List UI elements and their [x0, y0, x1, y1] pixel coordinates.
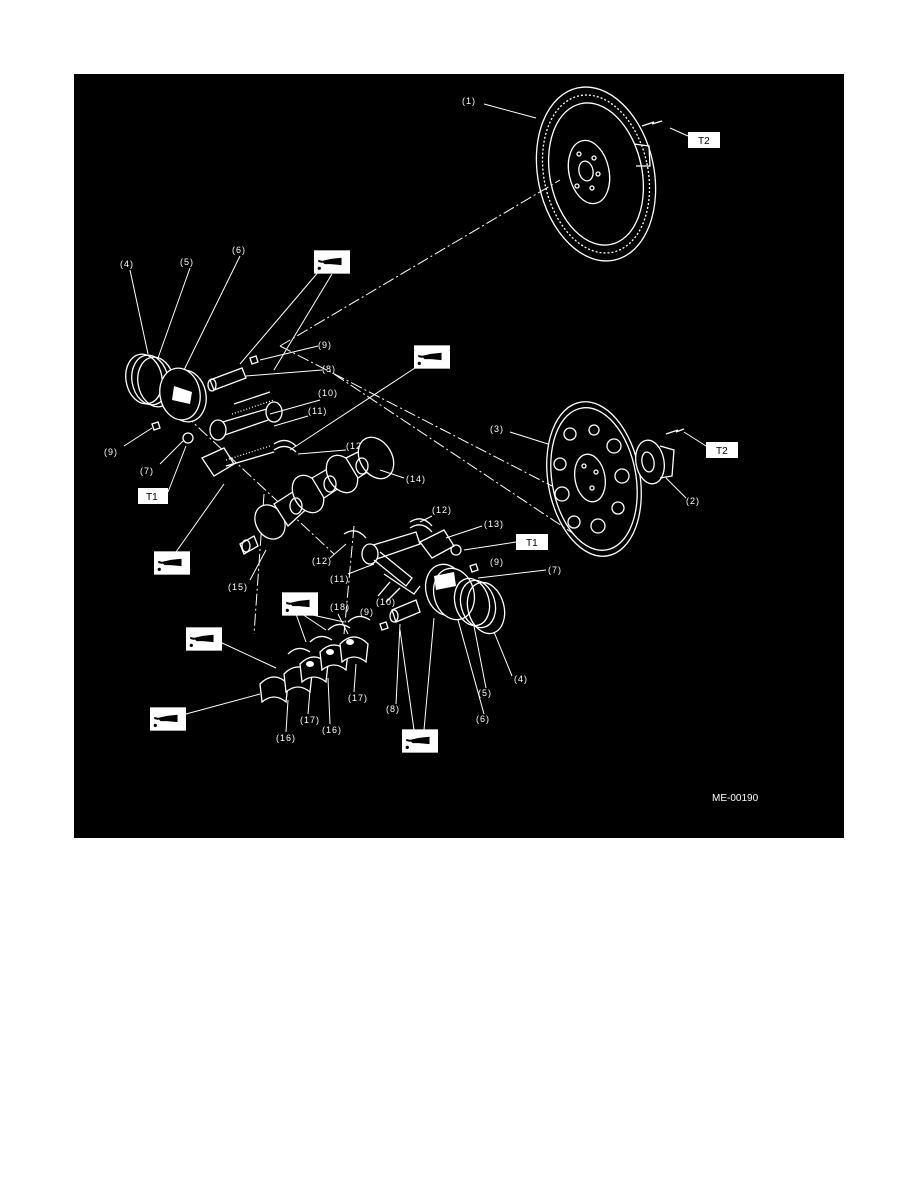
connecting-rod-cap-left [201, 445, 275, 477]
callout-7-right: (7) [548, 565, 562, 575]
callout-15: (15) [228, 582, 248, 592]
figure-code: ME-00190 [712, 793, 759, 804]
nut-left [182, 432, 194, 444]
callout-12-left: (12) [346, 441, 366, 451]
flywheel [535, 86, 663, 262]
callout-9-left: (9) [104, 447, 118, 457]
callout-5-left: (5) [180, 257, 194, 267]
drive-plate-adapter [635, 428, 685, 485]
callout-17-right: (17) [348, 693, 368, 703]
drive-plate [546, 401, 642, 557]
callout-11-left: (11) [308, 406, 327, 416]
oil-can-icon [314, 250, 350, 274]
callout-11-right: (11) [330, 574, 349, 584]
callout-2: (2) [686, 496, 700, 506]
torque-t1-right: T1 [526, 538, 538, 549]
callout-7-left: (7) [140, 466, 154, 476]
callout-5-right: (5) [478, 688, 492, 698]
callout-16-right: (16) [322, 725, 342, 735]
snap-ring-lower [379, 621, 389, 631]
callout-16-left: (16) [276, 733, 296, 743]
bearing-right-lower [343, 530, 367, 539]
nut-right [450, 544, 462, 556]
bolt-right [377, 581, 401, 603]
callout-4-left: (4) [120, 259, 134, 269]
callout-8-top: (8) [322, 364, 336, 374]
callout-3: (3) [490, 424, 504, 434]
connecting-rod-left [209, 391, 283, 441]
callout-9-right: (9) [490, 557, 504, 567]
callout-17-left: (17) [300, 715, 320, 725]
callout-13: (13) [484, 519, 504, 529]
piston-rings-right [453, 577, 506, 635]
callout-9-lower: (9) [360, 607, 374, 617]
crankshaft [239, 436, 395, 555]
callout-1: (1) [462, 96, 476, 106]
connecting-rod-right [361, 531, 421, 595]
torque-box-t2-top [688, 132, 720, 148]
bearing-right-upper [409, 518, 433, 533]
main-bearings [259, 615, 371, 704]
callout-8-lower: (8) [386, 704, 400, 714]
torque-t2-mid: T2 [716, 446, 728, 457]
callout-9-top: (9) [318, 340, 332, 350]
torque-box-t1-left [138, 488, 168, 504]
oil-can-icon [414, 345, 450, 369]
snap-ring-top [249, 355, 259, 365]
callout-10-right: (10) [376, 597, 396, 607]
diagram-panel: (1) T2 (3) (2) T2 [74, 74, 844, 838]
torque-box-t1-right [516, 534, 548, 550]
callout-14: (14) [406, 474, 426, 484]
connecting-rod-cap-right [419, 529, 455, 559]
oil-can-icon [282, 592, 318, 616]
oil-can-icon [402, 729, 438, 753]
torque-box-t2-mid [706, 442, 738, 458]
callout-10-left: (10) [318, 388, 338, 398]
oil-can-icon [150, 707, 186, 731]
torque-t2-top: T2 [698, 136, 710, 147]
exploded-view-diagram: (1) T2 (3) (2) T2 [104, 86, 759, 804]
torque-t1-left: T1 [146, 492, 158, 503]
oil-can-icon [154, 551, 190, 575]
bearing-left [273, 439, 297, 453]
callout-12-upper: (12) [432, 505, 452, 515]
oil-can-icon [186, 627, 222, 651]
snap-ring-right [469, 563, 479, 573]
piston-pin-right [389, 599, 421, 623]
callout-6-left: (6) [232, 245, 246, 255]
piston-pin-left [207, 367, 247, 392]
piston-right [424, 563, 476, 621]
callout-18: (18) [330, 602, 350, 612]
piston-left [159, 367, 207, 423]
callout-6-right: (6) [476, 714, 490, 724]
callout-4-right: (4) [514, 674, 528, 684]
callout-12-lower: (12) [312, 556, 332, 566]
snap-ring-left [151, 421, 161, 431]
